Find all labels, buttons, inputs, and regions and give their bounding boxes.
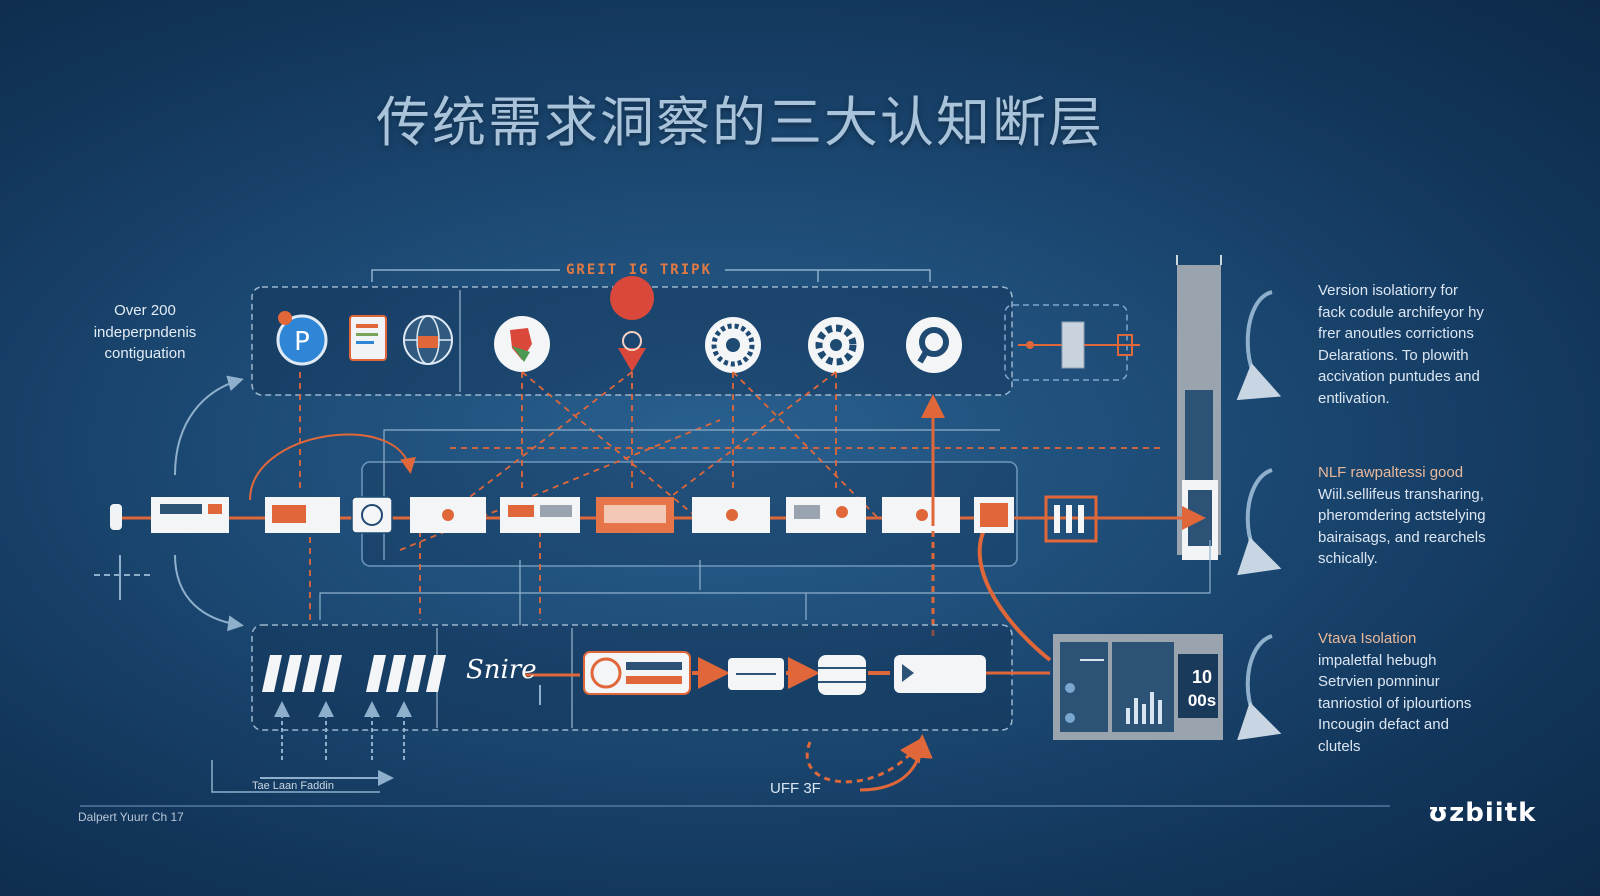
search-ring-icon [906,317,962,373]
top-icons: P [276,276,1140,373]
bottom-panel [211,624,1050,793]
p-badge-icon [276,314,328,366]
page-title: 传统需求洞察的三大认知断层 [376,91,1104,154]
right-note-1: Version isolatiorry for fack codule arch… [1318,282,1484,407]
clock-panel [583,651,691,695]
map-pin-icon [610,276,655,372]
brand-logo: ʊzbiitk [1428,798,1537,828]
banner-bracket [371,269,931,282]
right-gray-column [1176,255,1222,560]
counter-top: 10 [1191,667,1213,687]
script-label: Snire [466,655,537,685]
right-curved-arrows [1236,290,1282,741]
dashboard-module [1053,634,1223,740]
middle-panel [110,371,1211,662]
left-side [94,375,244,632]
middle-nodes [110,495,1098,543]
database-icon [818,655,866,695]
right-note-3: Vtava Isolation impaletfal hebugh Setrvi… [1318,630,1472,755]
left-note: Over 200 indeperpndenis contiguation [93,302,197,362]
flow-label: Tae Laan Faddin [252,780,334,792]
counter-bottom: 00s [1187,691,1217,710]
play-module [894,655,986,693]
right-note-2: NLF rawpaltessi good Wiil.sellifeus tran… [1318,464,1486,567]
document-icon [349,315,387,361]
banner-label: GREIT IG TRIPK [566,262,713,278]
server-blades [262,655,446,692]
footer-caption: Dalpert Yuurr Ch 17 [78,810,184,824]
svg-text:P: P [294,327,310,357]
bottom-loop-label: UFF 3F [770,780,821,797]
